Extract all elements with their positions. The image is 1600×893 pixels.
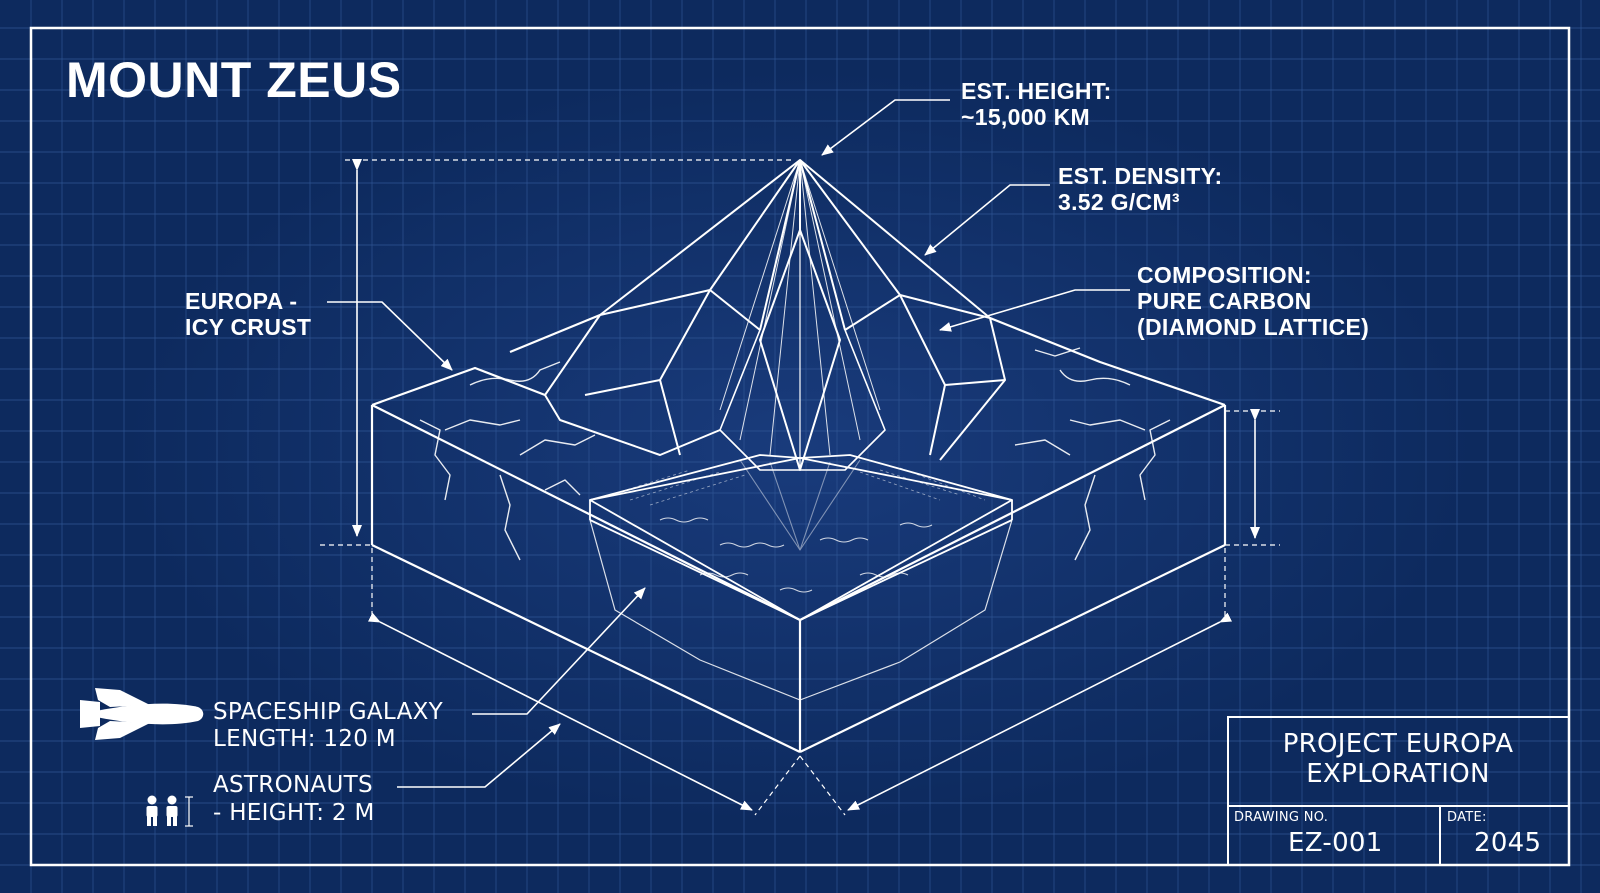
density-label: EST. DENSITY: (1058, 163, 1223, 189)
astronauts-leader (397, 723, 561, 788)
crust-thickness-dimension (1225, 409, 1280, 546)
spaceship-icon (80, 688, 204, 740)
diamond-mountain (544, 159, 1006, 551)
height-leader (821, 99, 950, 156)
crust-cracks (419, 347, 1171, 561)
ice-crust-block (370, 313, 1227, 753)
astronaut-icon (146, 795, 193, 827)
spaceship-label-line2: LENGTH: 120 M (213, 726, 396, 752)
astronauts-label-line1: ASTRONAUTS (213, 772, 373, 798)
composition-label: COMPOSITION: (1137, 262, 1312, 288)
height-value: ~15,000 KM (961, 104, 1090, 130)
drawing-no-label: DRAWING NO. (1234, 810, 1329, 825)
spaceship-label-line1: SPACESHIP GALAXY (213, 699, 444, 725)
drawing-frame (29, 26, 1571, 867)
density-leader (924, 184, 1050, 256)
europa-leader (327, 301, 453, 371)
date-value: 2045 (1474, 828, 1542, 858)
europa-label-line2: ICY CRUST (185, 314, 312, 340)
drawing-no-value: EZ-001 (1288, 828, 1383, 858)
crater-pit (589, 454, 1013, 701)
composition-line3: (DIAMOND LATTICE) (1137, 314, 1370, 340)
spaceship-leader (472, 587, 646, 715)
height-label: EST. HEIGHT: (961, 78, 1112, 104)
europa-label-line1: EUROPA - (185, 288, 298, 314)
title-block (1227, 716, 1570, 866)
date-label: DATE: (1447, 810, 1487, 825)
page-title: MOUNT ZEUS (66, 52, 402, 108)
height-dimension (320, 159, 795, 546)
astronauts-label-line2: - HEIGHT: 2 M (213, 800, 375, 826)
composition-leader (939, 289, 1130, 332)
width-dimensions (367, 548, 1233, 816)
density-value: 3.52 G/CM³ (1058, 189, 1180, 215)
project-name-line2: EXPLORATION (1306, 759, 1490, 789)
composition-line2: PURE CARBON (1137, 288, 1312, 314)
project-name-line1: PROJECT EUROPA (1282, 729, 1514, 759)
